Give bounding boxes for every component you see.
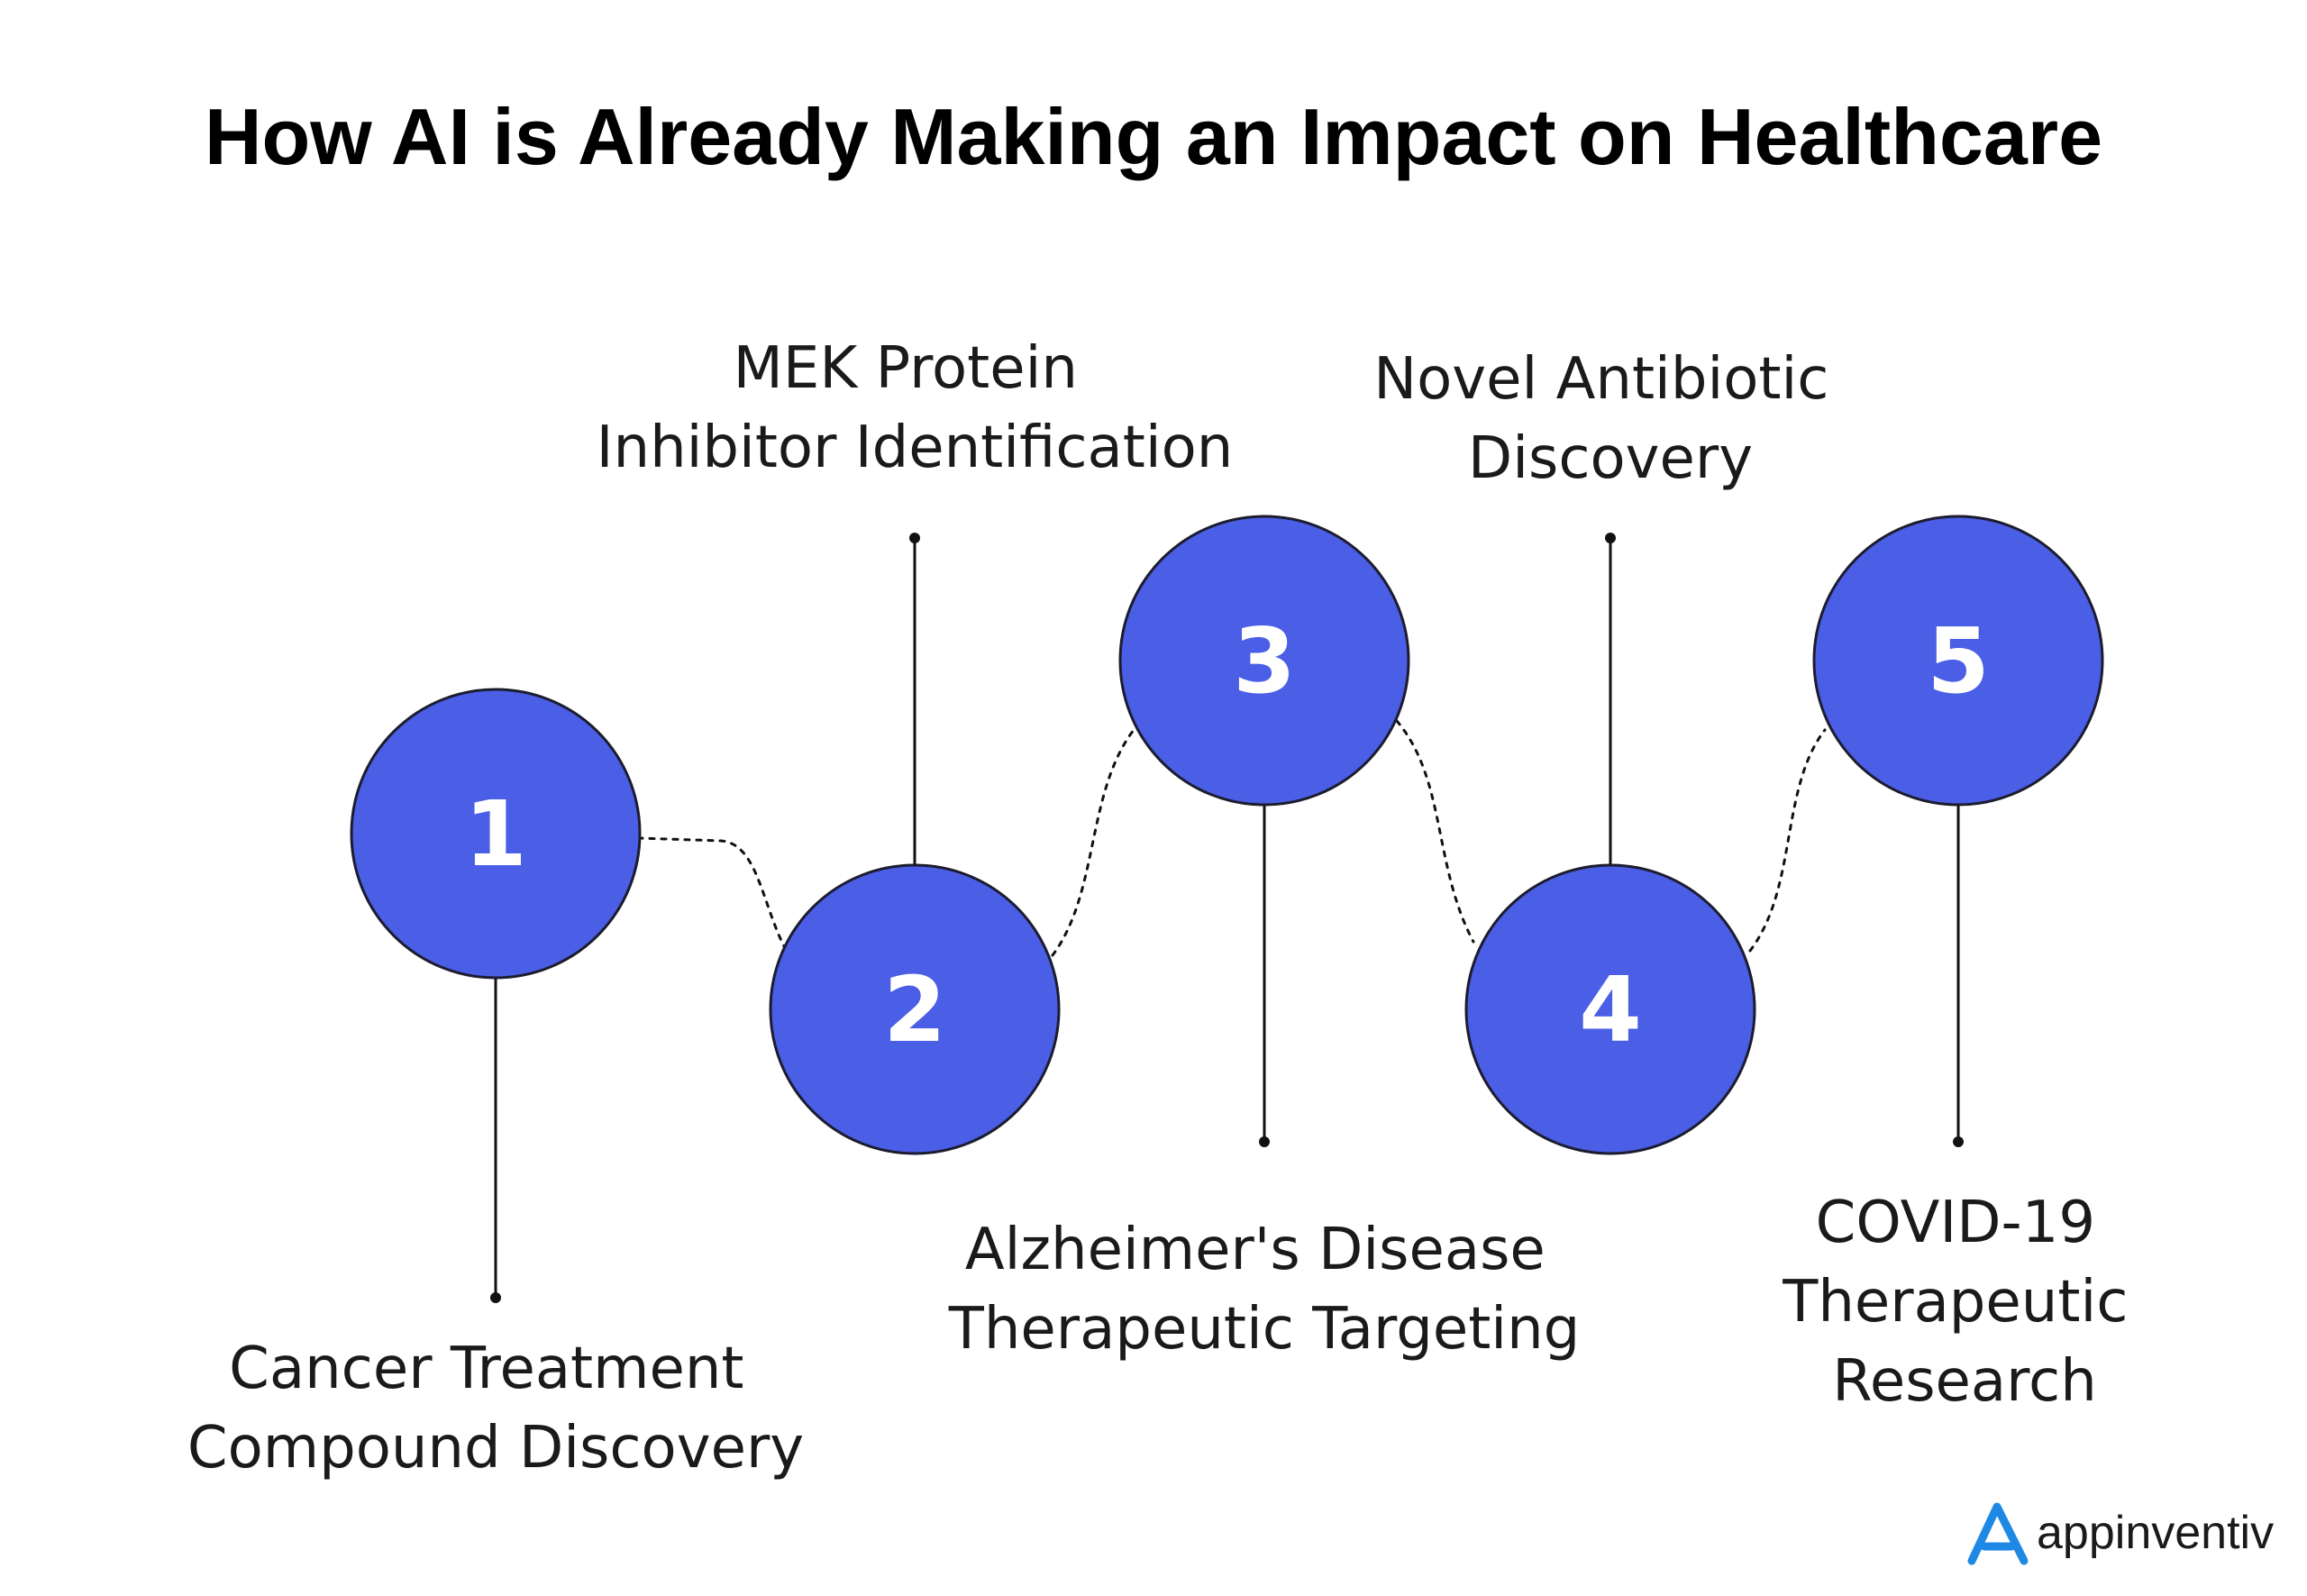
leader-dot-2-outer [909, 533, 920, 543]
step-label-1: Cancer Treatment Compound Discovery [187, 1336, 804, 1482]
step-circle-4 [1464, 863, 1756, 1155]
step-label-2-line-2: Inhibitor Identification [597, 415, 1234, 481]
step-label-1-line-1: Cancer Treatment [229, 1336, 743, 1402]
step-label-4-line-1: Novel Antibiotic [1373, 346, 1828, 413]
step-node-1: 1 [350, 688, 642, 980]
page-title: How AI is Already Making an Impact on He… [205, 92, 2102, 181]
step-label-4-line-2: Discovery [1468, 425, 1753, 492]
appinventiv-a-logo-icon [1967, 1502, 2029, 1565]
step-label-5-line-3: Research [1832, 1348, 2097, 1415]
step-labels: Cancer Treatment Compound Discovery MEK … [187, 335, 2147, 1482]
step-circle-2 [769, 863, 1061, 1155]
step-circle-5 [1812, 515, 2104, 807]
step-node-4: 4 [1464, 863, 1756, 1155]
brand-name: appinventiv [2037, 1507, 2274, 1559]
step-label-5-line-2: Therapeutic [1782, 1269, 2128, 1336]
step-number-5: 5 [1927, 608, 1990, 714]
step-circle-1 [350, 688, 642, 980]
step-label-1-line-2: Compound Discovery [187, 1415, 804, 1482]
step-label-5-line-1: COVID-19 [1816, 1190, 2095, 1256]
step-label-4: Novel Antibiotic Discovery [1373, 346, 1847, 492]
step-label-3: Alzheimer's Disease Therapeutic Targetin… [948, 1217, 1581, 1363]
step-nodes: 1 2 3 4 5 [350, 515, 2104, 1155]
connector-2-3 [1051, 728, 1135, 957]
step-label-3-line-1: Alzheimer's Disease [965, 1217, 1546, 1283]
step-node-3: 3 [1118, 515, 1410, 807]
step-number-4: 4 [1579, 957, 1642, 1062]
leader-dot-5-outer [1953, 1136, 1964, 1147]
connector-4-5 [1748, 728, 1827, 953]
step-label-2-line-1: MEK Protein [734, 335, 1078, 402]
step-node-5: 5 [1812, 515, 2104, 807]
connectors [636, 719, 1827, 957]
step-label-5: COVID-19 Therapeutic Research [1782, 1190, 2147, 1415]
connector-3-4 [1395, 719, 1475, 944]
connector-1-2 [636, 836, 786, 948]
leader-dot-4-outer [1605, 533, 1616, 543]
brand-logo: appinventiv [1967, 1502, 2274, 1565]
step-circle-3 [1118, 515, 1410, 807]
step-number-3: 3 [1233, 608, 1296, 714]
step-number-1: 1 [464, 781, 527, 887]
leader-dot-3-outer [1259, 1136, 1270, 1147]
step-number-2: 2 [883, 957, 946, 1062]
step-label-2: MEK Protein Inhibitor Identification [597, 335, 1234, 481]
step-node-2: 2 [769, 863, 1061, 1155]
step-label-3-line-2: Therapeutic Targeting [948, 1296, 1581, 1363]
leader-dot-1-outer [490, 1292, 501, 1303]
